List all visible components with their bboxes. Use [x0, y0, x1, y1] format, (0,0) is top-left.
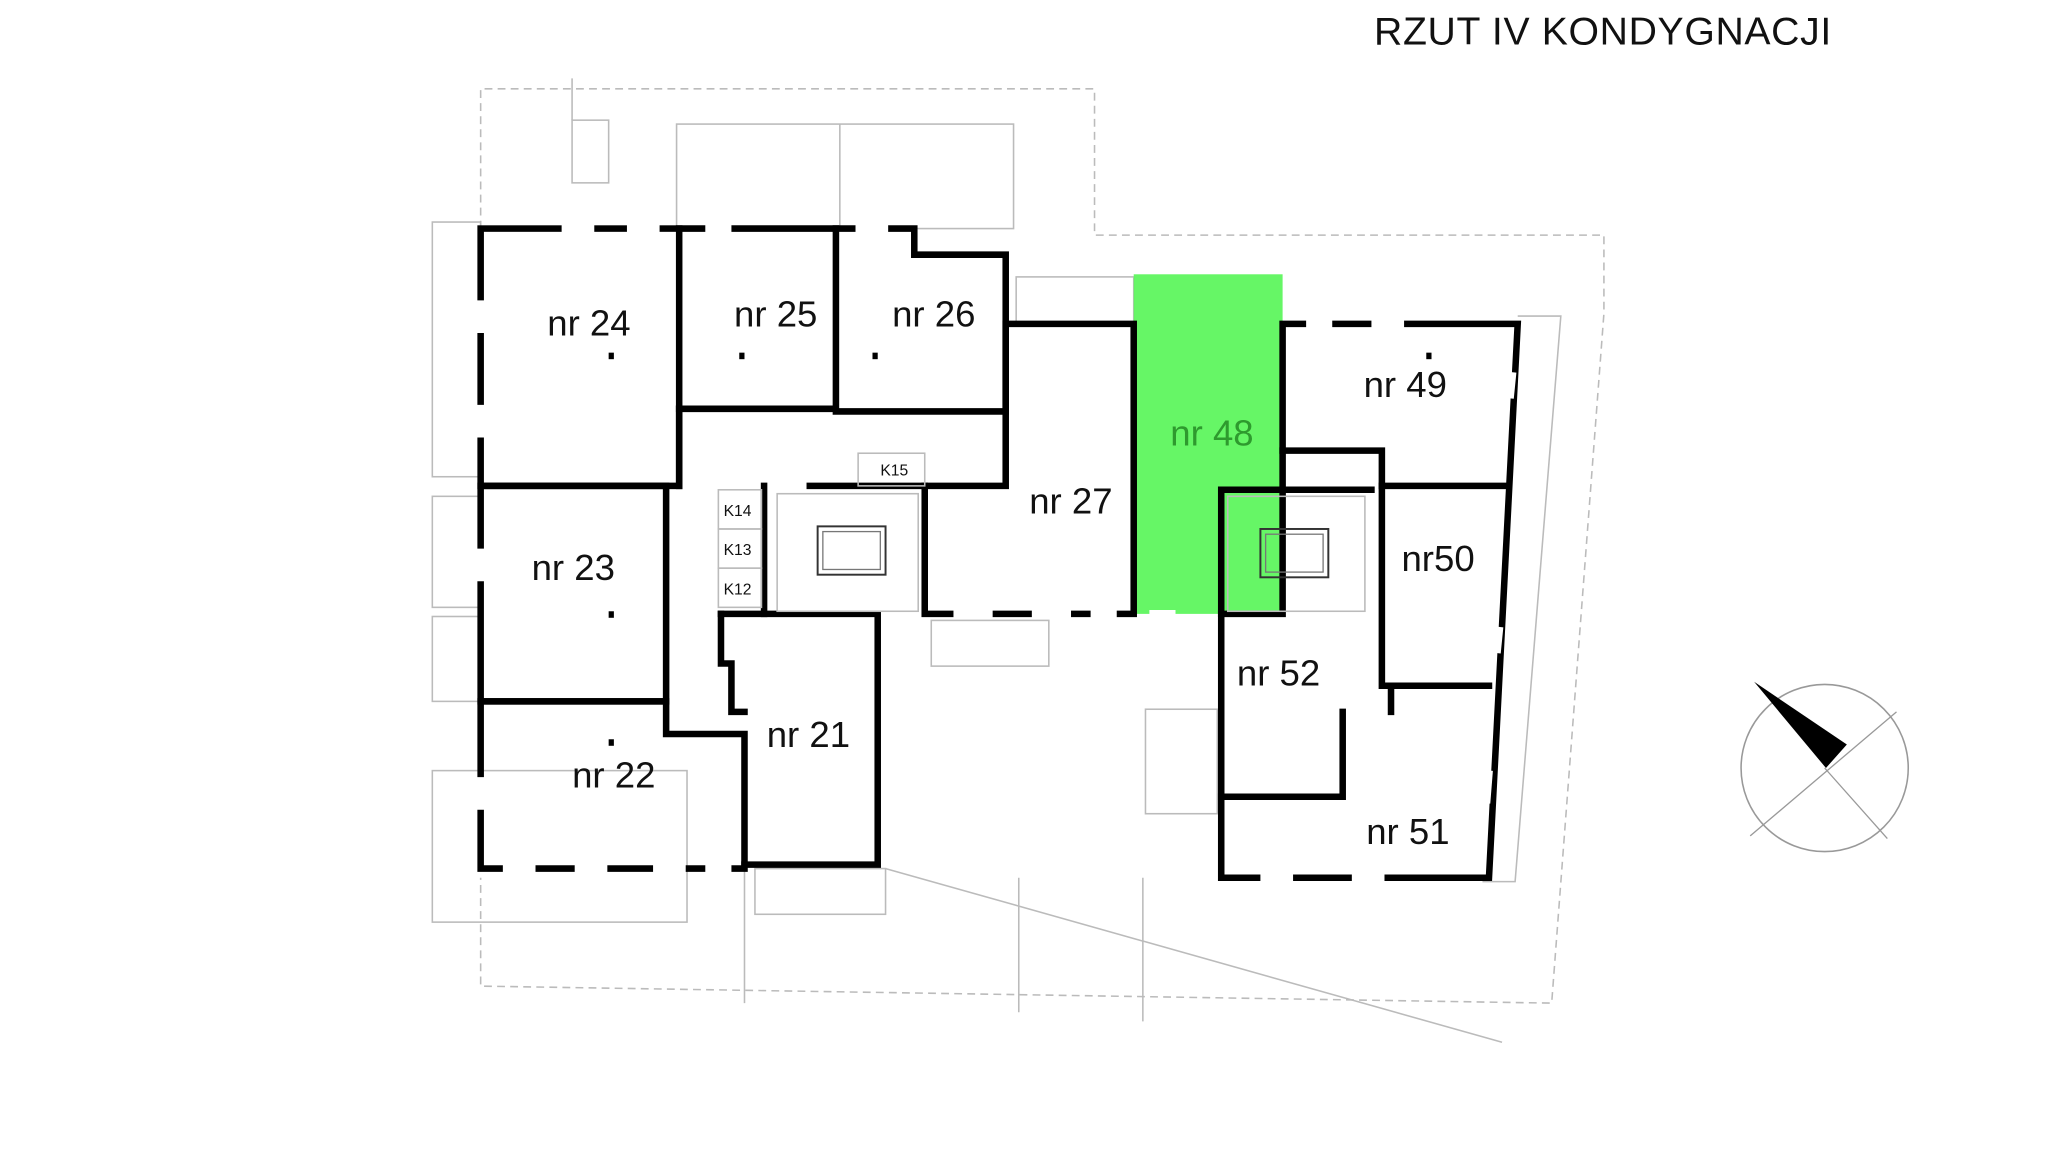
apartment-48-highlight[interactable] — [1133, 274, 1283, 614]
room-label-23[interactable]: nr 23 — [532, 547, 615, 588]
room-label-50[interactable]: nr50 — [1401, 538, 1474, 579]
room-label-22[interactable]: nr 22 — [572, 755, 655, 796]
room-label-27[interactable]: nr 27 — [1029, 480, 1112, 521]
room-label-49[interactable]: nr 49 — [1364, 364, 1447, 405]
plan-title: RZUT IV KONDYGNACJI — [1374, 10, 1832, 53]
room-label-48[interactable]: nr 48 — [1170, 412, 1253, 453]
north-arrow-icon — [1740, 681, 1910, 853]
room-label-25[interactable]: nr 25 — [734, 294, 817, 335]
storage-k12: K12 — [724, 581, 752, 598]
staircase-west — [776, 492, 919, 613]
walls — [477, 225, 1522, 881]
room-label-24[interactable]: nr 24 — [547, 303, 630, 344]
markers — [608, 352, 1432, 746]
room-label-52[interactable]: nr 52 — [1237, 653, 1320, 694]
staircase-east — [1226, 495, 1366, 613]
storage-k13: K13 — [724, 542, 752, 559]
storage-units — [717, 452, 926, 609]
storage-k15: K15 — [880, 462, 908, 479]
room-label-26[interactable]: nr 26 — [892, 294, 975, 335]
windows — [476, 224, 1517, 882]
room-label-21[interactable]: nr 21 — [767, 714, 850, 755]
storage-k14: K14 — [724, 503, 752, 520]
room-label-51[interactable]: nr 51 — [1366, 811, 1449, 852]
site-outline — [431, 78, 1605, 1044]
